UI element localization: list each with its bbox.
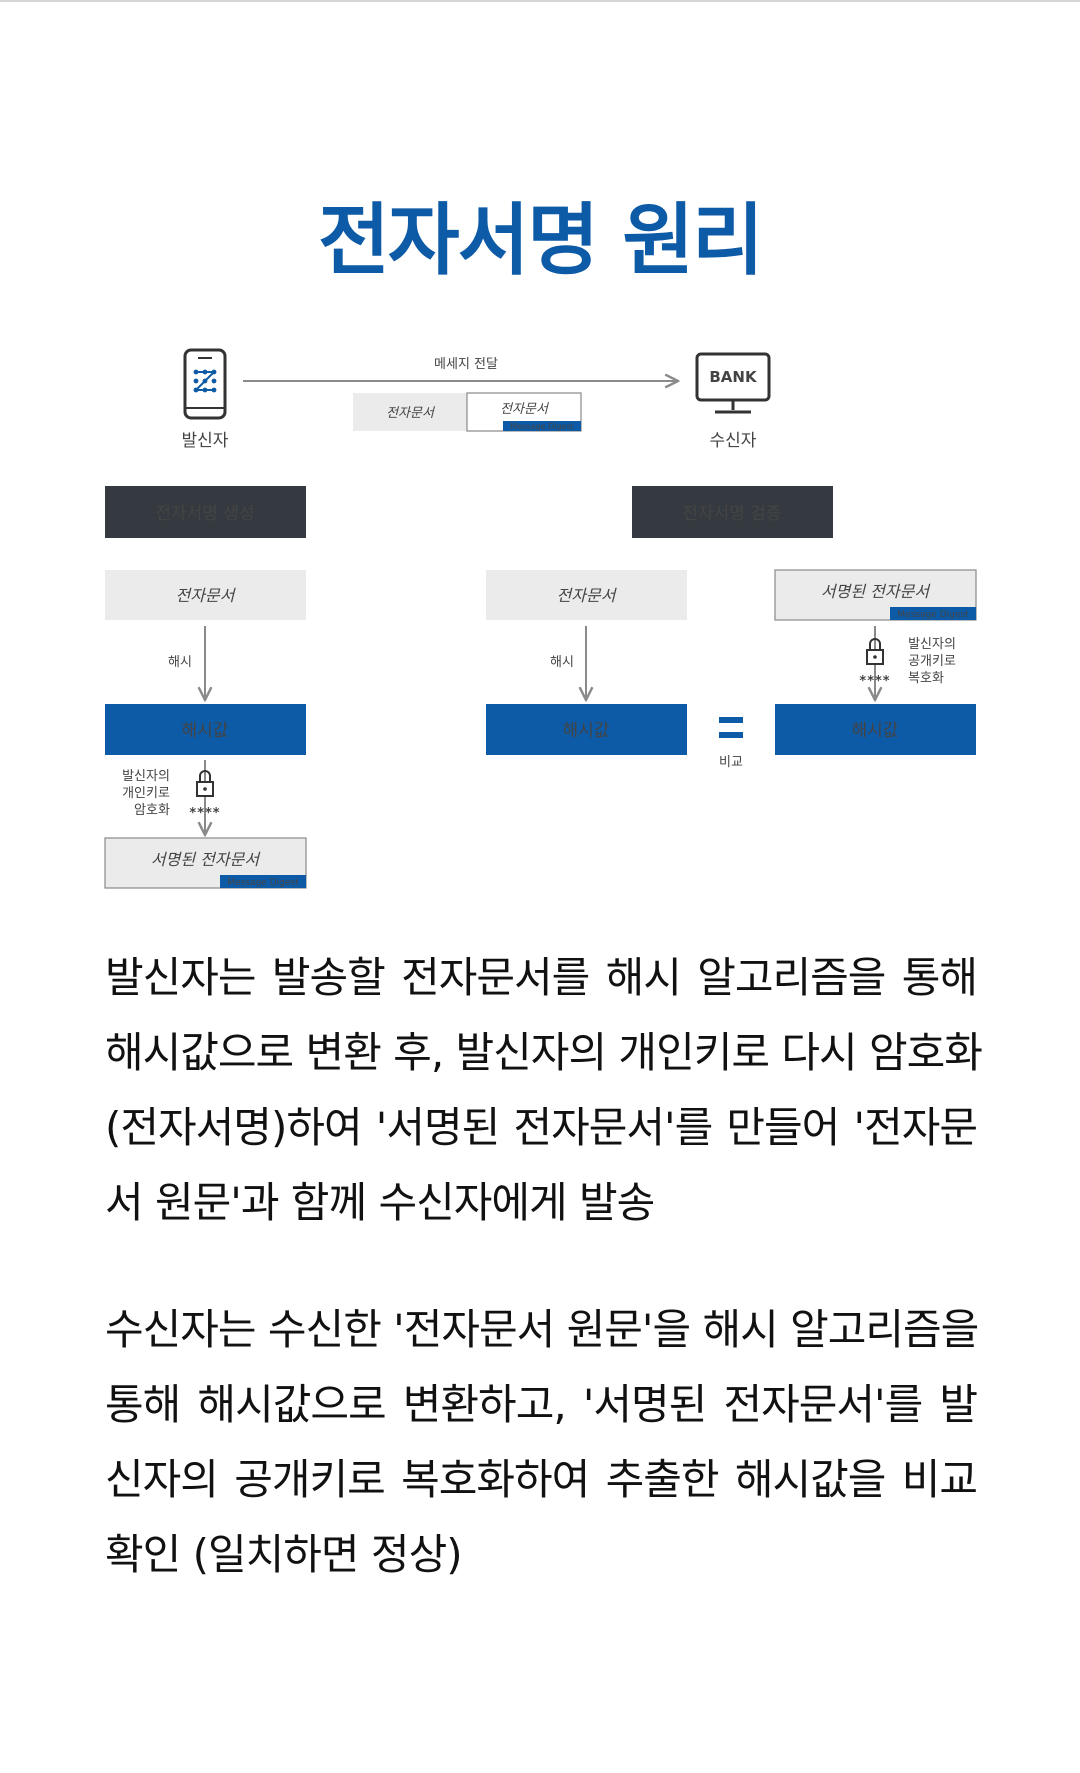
- left-hash-value-box: [105, 704, 306, 755]
- bank-monitor-icon: [695, 352, 771, 414]
- private-key-line-2: 개인키로: [122, 786, 170, 801]
- left-hash-label: 해시: [168, 655, 192, 670]
- right-signed-doc-label: 서명된 전자문서: [821, 582, 931, 601]
- public-key-line-1: 발신자의: [908, 637, 956, 652]
- mid-hash-value-box: [486, 704, 687, 755]
- transfer-digest-tag: [503, 421, 581, 431]
- lock-icon: [866, 638, 884, 665]
- sign-create-header: [105, 486, 306, 538]
- private-key-line-1: 발신자의: [122, 769, 170, 784]
- sign-verify-header: [632, 486, 833, 538]
- receiver-explanation: 수신자는 수신한 '전자문서 원문'을 해시 알고리즘을 통해 해시값으로 변환…: [105, 1292, 979, 1592]
- digital-signature-diagram: 발신자 메세지 전달 전자문서 전자문서 Message Digest BANK…: [104, 348, 977, 889]
- public-key-line-3: 복호화: [908, 671, 944, 686]
- transfer-doc-label: 전자문서: [386, 406, 436, 421]
- sender-phone-icon: [183, 348, 227, 420]
- left-hash-value-label: 해시값: [182, 721, 229, 741]
- transfer-digest-tag-label: Message Digest: [510, 422, 573, 431]
- paragraph-line: 수신자는 수신한 '전자문서 원문'을 해시 알고리즘을: [105, 1305, 979, 1354]
- left-password-mask: ****: [189, 806, 220, 821]
- paragraph-line: 해시값으로 변환 후, 발신자의 개인키로 다시 암호화: [105, 1028, 983, 1077]
- transfer-digest-doc-label: 전자문서: [500, 402, 550, 417]
- paragraph-line: 발신자는 발송할 전자문서를 해시 알고리즘을 통해: [105, 953, 978, 1002]
- compare-label: 비교: [719, 755, 743, 770]
- left-doc-label: 전자문서: [176, 586, 237, 605]
- right-hash-value-label: 해시값: [852, 721, 899, 741]
- sign-verify-label: 전자서명 검증: [682, 504, 781, 524]
- paragraph-line: 서 원문'과 함께 수신자에게 발송: [105, 1178, 655, 1227]
- right-hash-value-box: [775, 704, 976, 755]
- left-digest-tag-label: Message Digest: [227, 878, 299, 888]
- sign-create-label: 전자서명 생성: [155, 504, 254, 524]
- private-key-line-3: 암호화: [134, 803, 170, 818]
- paragraph-line: 신자의 공개키로 복호화하여 추출한 해시값을 비교: [105, 1455, 978, 1504]
- receiver-label: 수신자: [710, 431, 757, 451]
- top-divider: [0, 0, 1080, 2]
- paragraph-line: 통해 해시값으로 변환하고, '서명된 전자문서'를 발: [105, 1380, 978, 1429]
- paragraph-line: 확인 (일치하면 정상): [105, 1530, 463, 1579]
- left-doc-box: [105, 570, 306, 620]
- page-title: 전자서명 원리: [318, 196, 764, 286]
- mid-hash-value-label: 해시값: [563, 721, 610, 741]
- bank-label: BANK: [709, 368, 758, 386]
- left-signed-doc-label: 서명된 전자문서: [151, 850, 261, 869]
- mid-doc-box: [486, 570, 687, 620]
- left-digest-tag: [220, 875, 306, 888]
- equals-icon: [719, 717, 743, 738]
- lock-icon: [196, 770, 214, 797]
- message-transfer-label: 메세지 전달: [434, 357, 498, 372]
- transfer-doc-box: [353, 393, 467, 431]
- right-digest-tag-label: Message Digest: [897, 610, 969, 620]
- sender-label: 발신자: [182, 431, 229, 451]
- sender-explanation: 발신자는 발송할 전자문서를 해시 알고리즘을 통해 해시값으로 변환 후, 발…: [105, 940, 983, 1240]
- right-digest-tag: [890, 607, 976, 620]
- paragraph-line: (전자서명)하여 '서명된 전자문서'를 만들어 '전자문: [105, 1103, 978, 1152]
- mid-doc-label: 전자문서: [557, 586, 618, 605]
- public-key-line-2: 공개키로: [908, 654, 956, 669]
- right-password-mask: ****: [859, 674, 890, 689]
- mid-hash-label: 해시: [550, 655, 574, 670]
